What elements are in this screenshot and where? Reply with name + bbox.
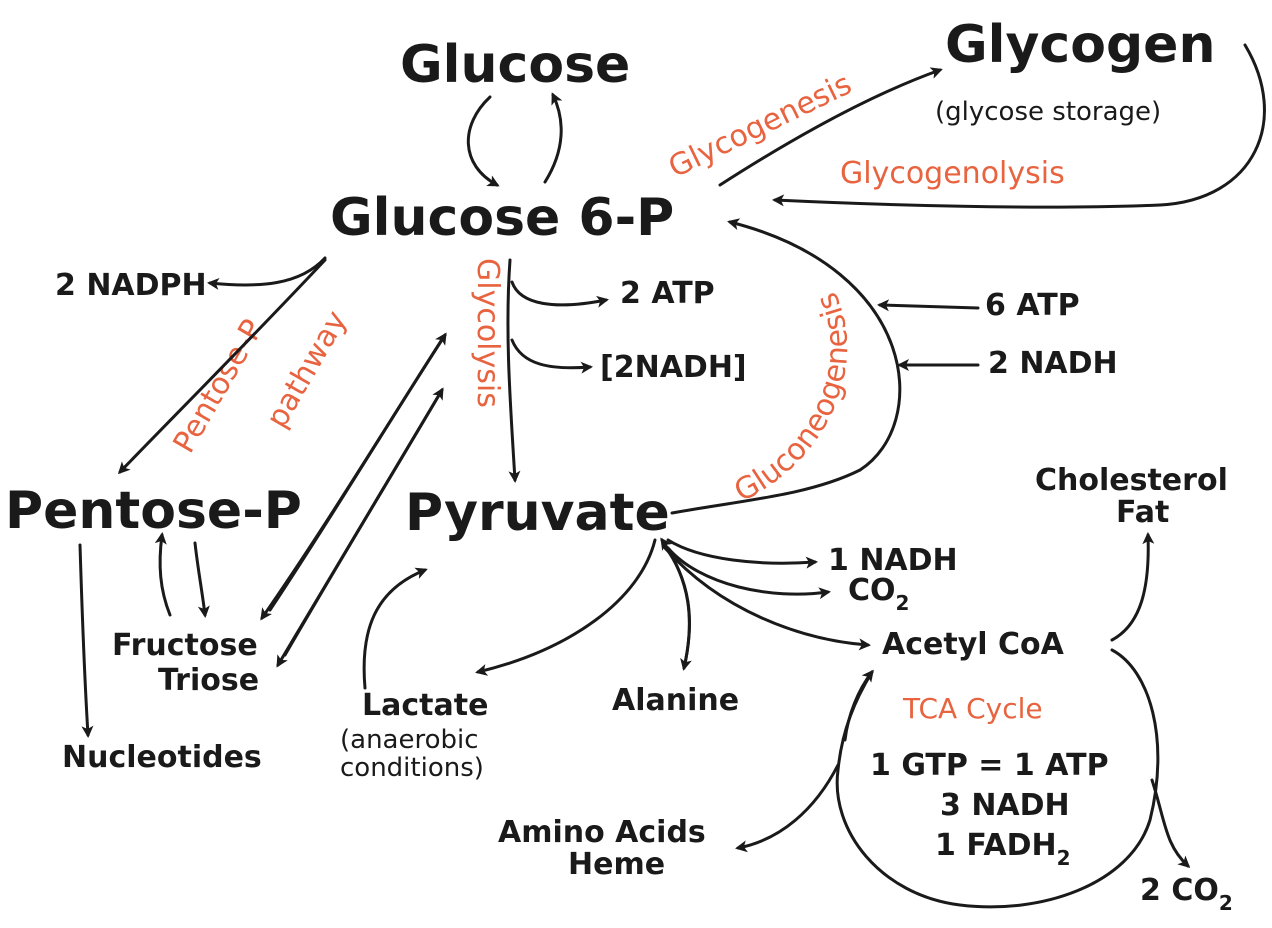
node-triose: Triose xyxy=(158,663,259,698)
pathway-gluconeogenesis: Gluconeogenesis xyxy=(729,287,856,509)
arrow-gluconeogenesis xyxy=(727,218,902,472)
node-alanine: Alanine xyxy=(612,683,739,718)
node-fat: Fat xyxy=(1116,495,1169,530)
yield-co2: CO2 xyxy=(848,573,909,615)
pathway-glycogenesis: Glycogenesis xyxy=(663,67,857,186)
arrow-to-2-atp xyxy=(510,280,609,308)
arrow-g6p-to-pentose xyxy=(117,258,327,475)
node-acetyl-coa: Acetyl CoA xyxy=(882,627,1065,662)
tca-cycle-loop xyxy=(835,648,1160,909)
arrow-glycogenolysis xyxy=(772,43,1266,209)
yield-2-nadh: 2 NADH xyxy=(988,346,1118,381)
arrow-to-co2 xyxy=(666,546,831,600)
node-glucose-6p: Glucose 6-P xyxy=(330,188,674,248)
yield-gtp-atp: 1 GTP = 1 ATP xyxy=(870,748,1109,783)
arrow-pyruvate-to-lactate xyxy=(475,538,657,676)
node-pentose-p: Pentose-P xyxy=(5,481,302,541)
yield-2-atp: 2 ATP xyxy=(620,276,715,311)
node-lactate: Lactate xyxy=(362,688,488,723)
node-lactate-note-1: (anaerobic xyxy=(340,725,479,755)
pathway-tca-cycle: TCA Cycle xyxy=(902,692,1043,725)
arrow-glycolysis-to-triose-2 xyxy=(276,388,444,668)
node-lactate-note-2: conditions) xyxy=(340,753,484,783)
node-pyruvate: Pyruvate xyxy=(405,483,670,543)
pathway-glycogenolysis: Glycogenolysis xyxy=(840,156,1065,191)
arrow-fructose-to-pentose xyxy=(154,532,172,617)
node-glucose: Glucose xyxy=(400,35,630,95)
arrow-tca-to-amino-acids xyxy=(735,763,840,853)
node-fructose: Fructose xyxy=(112,628,258,663)
pathway-pentose-label-2: pathway xyxy=(260,305,355,434)
arrow-glucose-to-g6p xyxy=(466,95,500,187)
yield-2-co2: 2 CO2 xyxy=(1140,873,1233,915)
arrow-lactate-to-pyruvate xyxy=(362,567,428,690)
arrow-tca-to-acetyl-coa xyxy=(843,669,874,742)
yield-1-nadh: 1 NADH xyxy=(828,543,958,578)
arrow-to-cholesterol-fat xyxy=(1110,532,1155,642)
arrow-to-1-nadh xyxy=(666,538,818,569)
arrow-glycolysis xyxy=(506,258,521,483)
arrow-pentose-to-fructose xyxy=(193,541,210,618)
yield-2-nadph: 2 NADPH xyxy=(55,268,207,303)
node-amino-acids: Amino Acids xyxy=(498,815,706,850)
arrow-glycolysis-to-triose-1 xyxy=(260,333,447,621)
node-glycogen: Glycogen xyxy=(945,15,1215,75)
node-heme: Heme xyxy=(568,847,665,882)
line-gluconeogenesis-1 xyxy=(670,468,862,515)
arrow-g6p-to-glucose xyxy=(543,92,563,184)
yield-1-fadh2: 1 FADH2 xyxy=(935,828,1071,870)
pathway-glycolysis: Glycolysis xyxy=(470,258,505,408)
yield-2nadh-bracket: [2NADH] xyxy=(600,350,747,385)
arrow-to-2nadh xyxy=(510,338,593,374)
node-cholesterol: Cholesterol xyxy=(1035,463,1228,498)
node-glycogen-note: (glycose storage) xyxy=(935,97,1161,127)
arrow-glycogenesis xyxy=(718,67,943,187)
arrow-to-acetyl-coa xyxy=(663,546,871,651)
arrow-6-atp-in xyxy=(877,299,980,312)
yield-6-atp: 6 ATP xyxy=(985,288,1080,323)
arrow-pentose-to-nucleotides xyxy=(78,543,94,738)
node-nucleotides: Nucleotides xyxy=(62,740,262,775)
arrow-g6p-to-nadph xyxy=(207,256,327,290)
yield-3-nadh: 3 NADH xyxy=(940,788,1070,823)
arrow-tca-to-co2 xyxy=(1150,778,1191,869)
pathway-pentose-label-1: Pentose-P xyxy=(167,314,271,459)
